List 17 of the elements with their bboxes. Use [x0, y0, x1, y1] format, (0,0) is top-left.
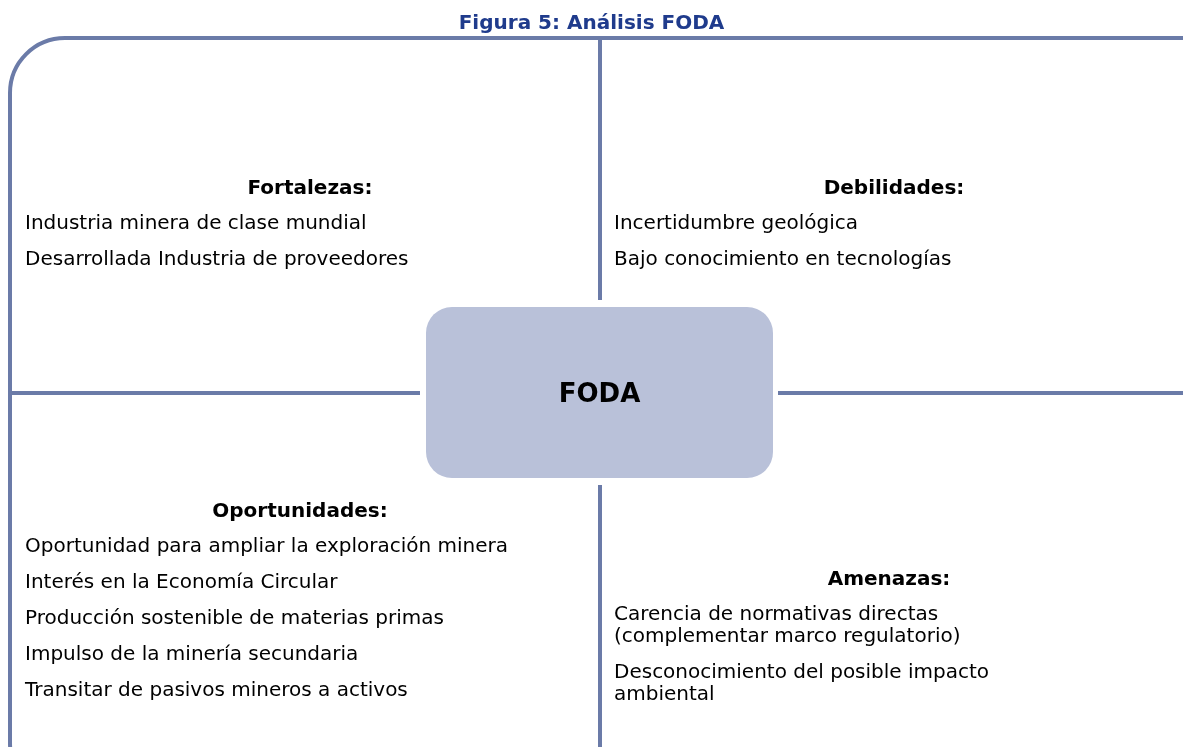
- quadrant-heading: Oportunidades:: [212, 498, 388, 522]
- quadrant-heading: Amenazas:: [827, 566, 951, 590]
- quadrant-heading: Fortalezas:: [247, 175, 373, 199]
- figure-title: Figura 5: Análisis FODA: [458, 10, 725, 34]
- list-item-text: Industria minera de clase mundial: [25, 210, 367, 234]
- list-item-text: Impulso de la minería secundaria: [25, 641, 359, 665]
- list-item-text: Oportunidad para ampliar la exploración minera: [25, 533, 509, 557]
- quadrant-heading: Debilidades:: [823, 175, 965, 199]
- list-item-text: Desarrollada Industria de proveedores: [25, 246, 409, 270]
- list-item-text: Producción sostenible de materias primas: [25, 605, 444, 629]
- center-box: FODA: [426, 307, 773, 478]
- list-item-text: Interés en la Economía Circular: [25, 569, 338, 593]
- list-item-text: Transitar de pasivos mineros a activos: [25, 677, 408, 701]
- list-item-text: Desconocimiento del posible impacto ambiental: [614, 659, 990, 705]
- list-item-text: Incertidumbre geológica: [614, 210, 859, 234]
- list-item-text: Bajo conocimiento en tecnologías: [614, 246, 952, 270]
- list-item-text: Carencia de normativas directas (complementar marco regulatorio): [614, 601, 961, 647]
